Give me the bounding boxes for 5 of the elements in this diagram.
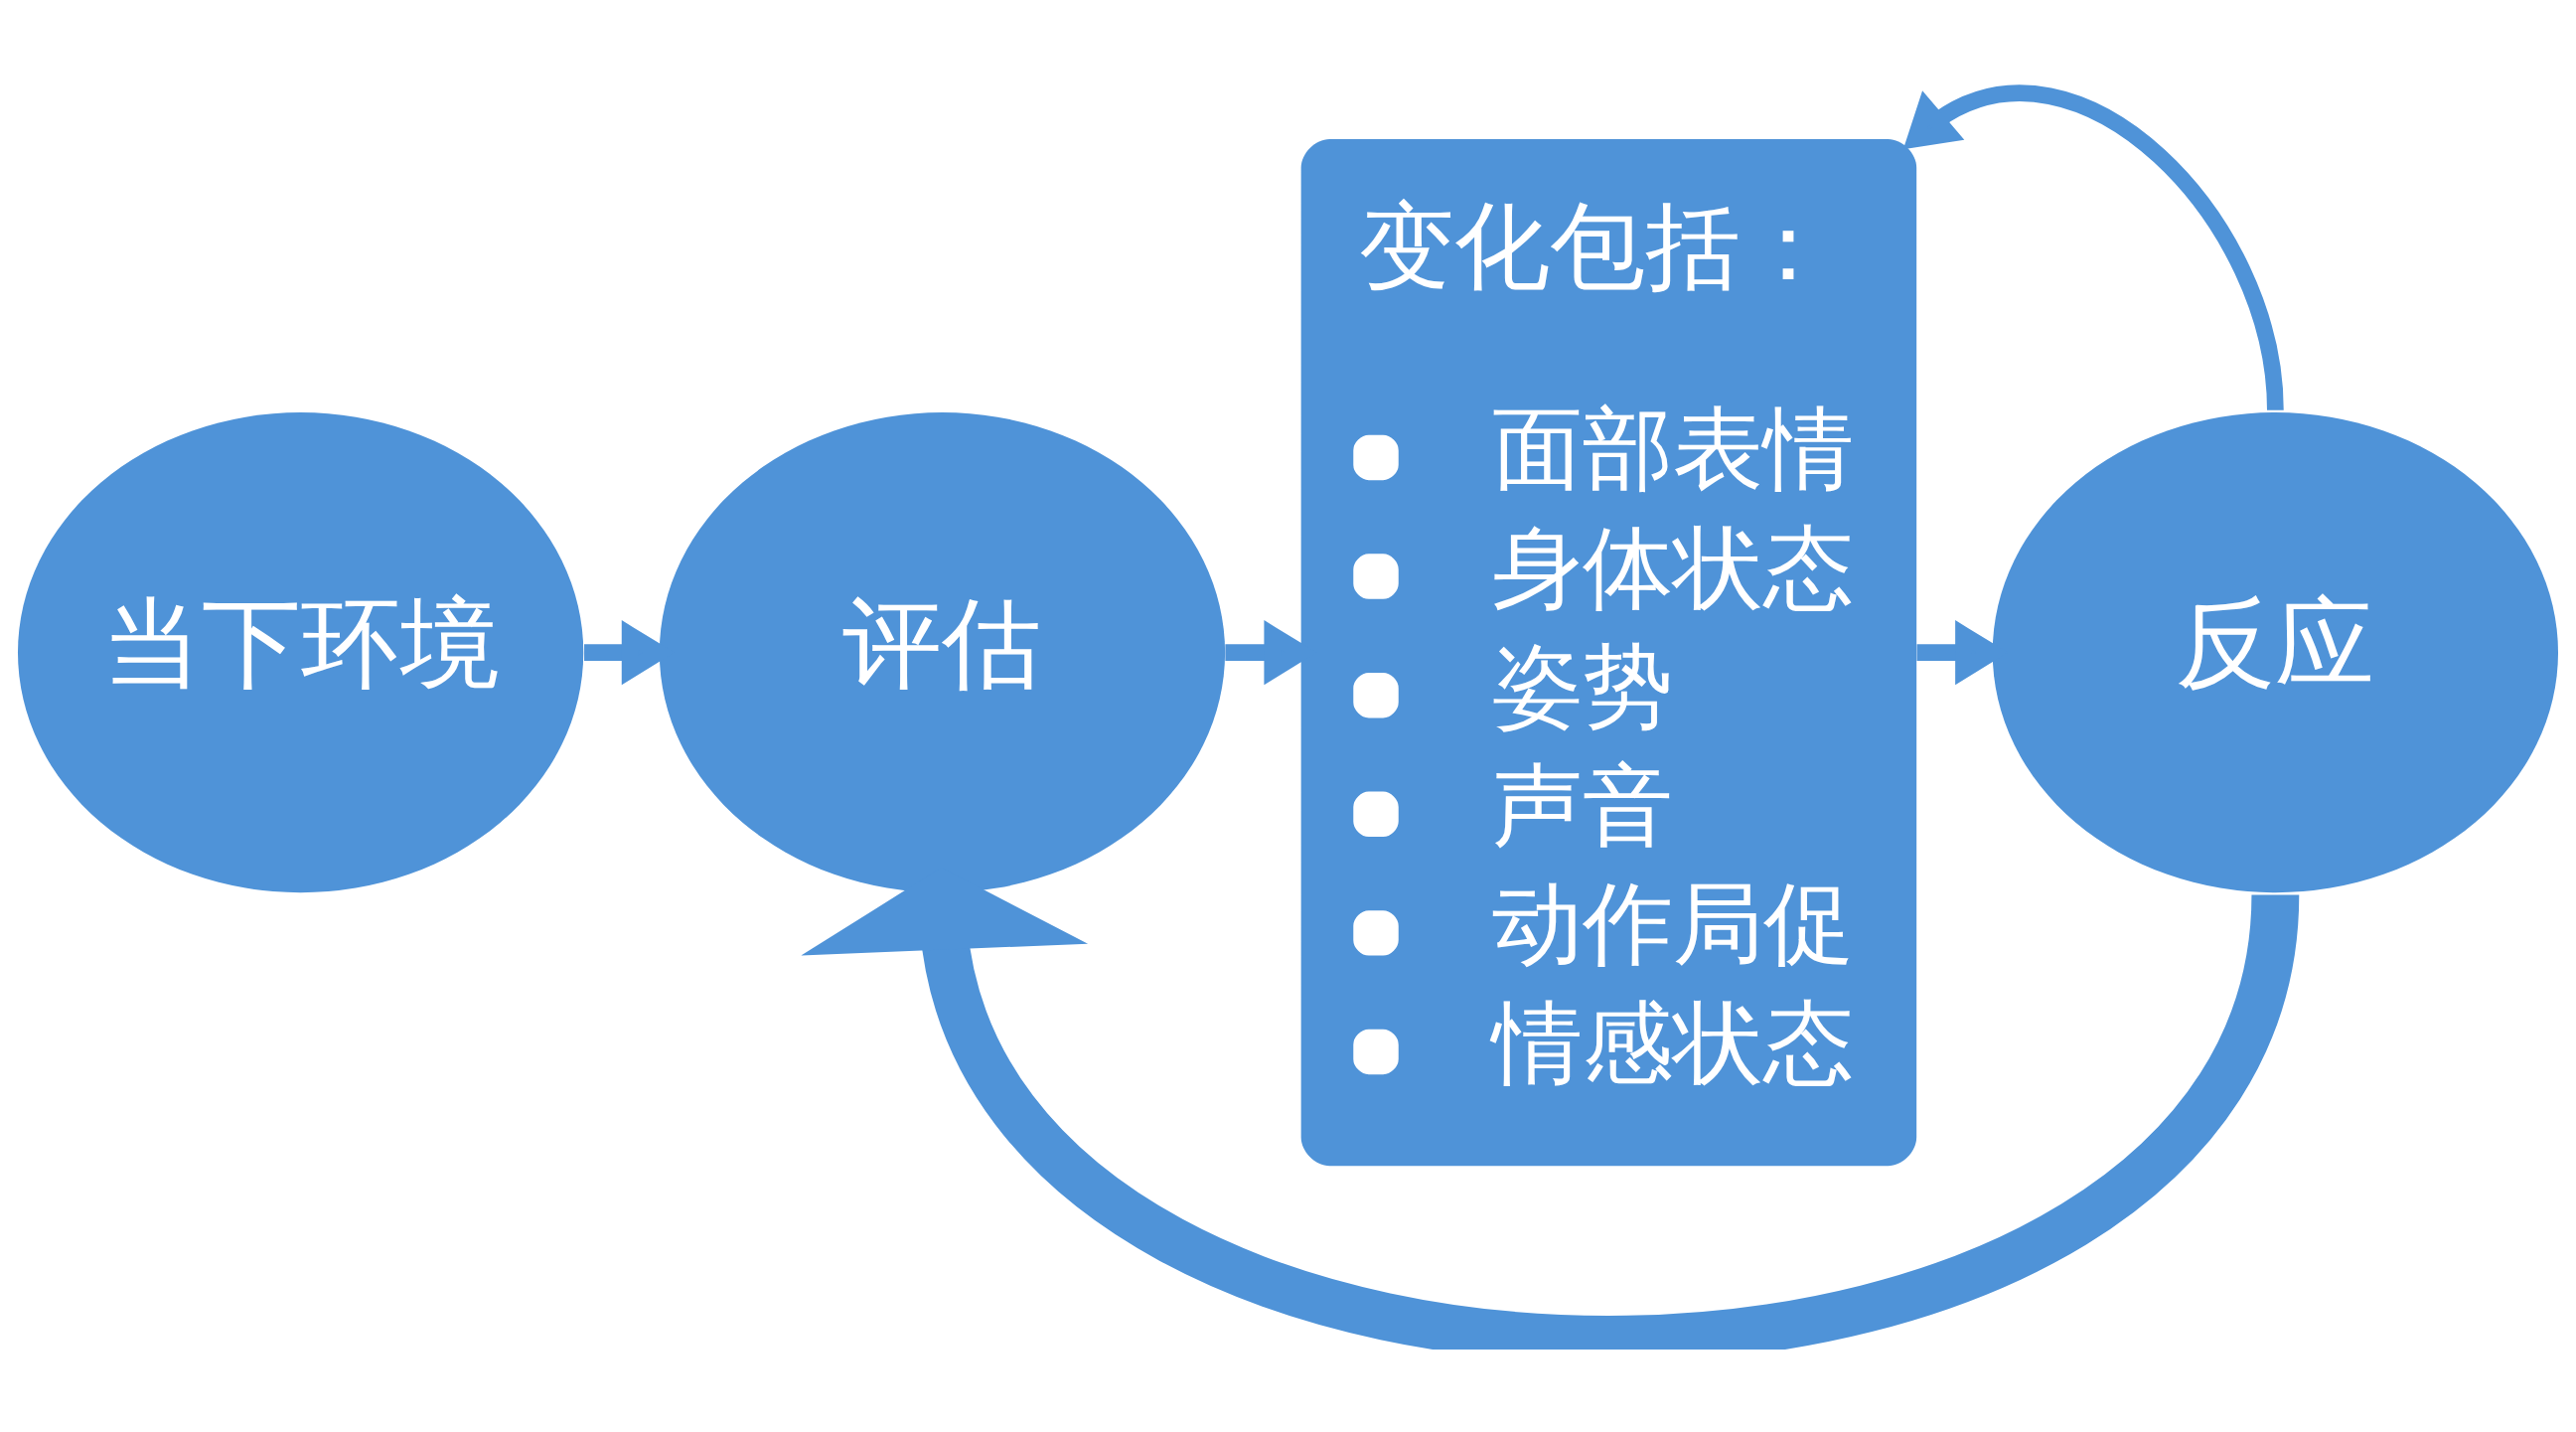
node-ellipse: 反应 xyxy=(1992,412,2558,893)
node-ellipse: 当下环境 xyxy=(18,412,584,893)
node-ellipse: 评估 xyxy=(659,412,1226,893)
arrow xyxy=(1902,84,2284,411)
node-box: 变化包括： 面部表情 身体状态 姿势 声音 动作局促 情感状态 xyxy=(1300,138,1917,1167)
